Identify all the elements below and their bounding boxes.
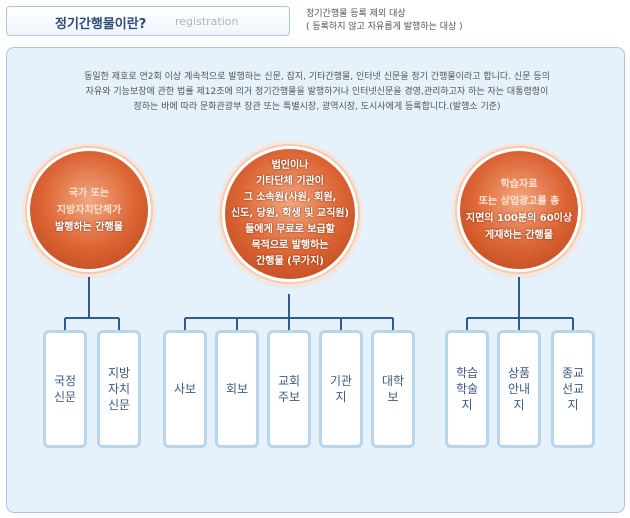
leaf-text: 지방 <box>107 366 131 380</box>
leaf-text: 상품 <box>507 366 531 380</box>
leaf-text: 회보 <box>225 382 249 396</box>
leaf-text: 선교 <box>561 382 585 396</box>
category-circle-advertising: 학습자료 또는 상업광고를 총 지면의 100분의 60이상 게재하는 간행물 <box>457 148 581 272</box>
category-circle-government: 국가 또는 지방자치단체가 발행하는 간행물 <box>27 148 151 272</box>
circle-text: 법인이나 <box>271 160 309 171</box>
leaf-text: 대학 <box>381 374 405 388</box>
leaf-text: 종교 <box>561 366 585 380</box>
leaf-box: 회보 <box>215 330 259 448</box>
leaf-text: 안내 <box>507 382 531 396</box>
page-subtitle: registration <box>175 15 239 28</box>
exclusion-note: 정기간행물 등록 제외 대상 ( 등록하지 않고 자유롭게 발행하는 대상 ) <box>306 8 463 34</box>
circle-text: 목적으로 발행하는 <box>251 240 329 251</box>
leaf-box: 대학 보 <box>371 330 415 448</box>
exclusion-line-1: 정기간행물 등록 제외 대상 <box>306 9 406 19</box>
leaf-text: 학술 <box>455 382 479 396</box>
circle-text: 학습자료 <box>500 179 538 190</box>
diagram-panel: 동일한 제호로 연2회 이상 계속적으로 발행하는 신문, 잡지, 기타간행물,… <box>6 47 625 513</box>
leaf-text: 교회 <box>277 374 301 388</box>
circle-text: 들에게 무료로 보급할 <box>245 224 335 235</box>
circle-text: 신도, 당원, 학생 및 교직원) <box>230 208 350 219</box>
leaf-box: 기관 지 <box>319 330 363 448</box>
leaf-box: 지방 자치 신문 <box>97 330 141 448</box>
circle-text: 게재하는 간행물 <box>485 230 553 241</box>
leaf-text: 사보 <box>173 382 197 396</box>
leaf-text: 기관 <box>329 374 353 388</box>
leaf-text: 지 <box>335 390 347 404</box>
leaf-box: 종교 선교 지 <box>551 330 595 448</box>
leaf-text: 신문 <box>53 390 77 404</box>
leaf-box: 상품 안내 지 <box>497 330 541 448</box>
definition-text: 동일한 제호로 연2회 이상 계속적으로 발행하는 신문, 잡지, 기타간행물,… <box>21 70 613 115</box>
definition-line: 자유와 기능보장에 관한 법률 제12조에 의거 정기간행물을 발행하거나 인터… <box>85 87 549 97</box>
circle-text: 간행물 (무가지) <box>256 256 324 267</box>
leaf-text: 주보 <box>277 390 301 404</box>
definition-line: 동일한 제호로 연2회 이상 계속적으로 발행하는 신문, 잡지, 기타간행물,… <box>84 72 550 82</box>
circle-text: 그 소속원(사원, 회원, <box>243 192 337 203</box>
circle-text: 국가 또는 <box>68 187 110 199</box>
leaf-text: 지 <box>461 398 473 412</box>
circle-text: 발행하는 간행물 <box>55 221 123 233</box>
leaf-text: 보 <box>387 390 399 404</box>
circle-text: 지면의 100분의 60이상 <box>465 213 573 224</box>
page-title: 정기간행물이란? <box>55 17 147 32</box>
leaf-text: 국정 <box>53 374 77 388</box>
circle-text: 또는 상업광고를 총 <box>478 196 560 207</box>
leaf-text: 지 <box>567 398 579 412</box>
leaf-box: 교회 주보 <box>267 330 311 448</box>
definition-line: 정하는 바에 따라 문화관광부 장관 또는 특별시장, 광역시장, 도시사에게 … <box>133 102 501 112</box>
leaf-text: 학습 <box>455 366 479 380</box>
leaf-box: 사보 <box>163 330 207 448</box>
circle-text: 지방자치단체가 <box>56 204 122 216</box>
leaf-text: 지 <box>513 398 525 412</box>
leaf-box: 국정 신문 <box>43 330 87 448</box>
category-circle-free-publication: 법인이나 기타단체 기관이 그 소속원(사원, 회원, 신도, 당원, 학생 및… <box>222 146 358 282</box>
circle-text: 기타단체 기관이 <box>256 176 324 187</box>
leaf-text: 자치 <box>107 382 131 396</box>
leaf-text: 신문 <box>107 398 131 412</box>
leaf-box: 학습 학술 지 <box>445 330 489 448</box>
title-box: 정기간행물이란? registration <box>6 6 290 36</box>
exclusion-line-2: ( 등록하지 않고 자유롭게 발행하는 대상 ) <box>306 22 463 32</box>
